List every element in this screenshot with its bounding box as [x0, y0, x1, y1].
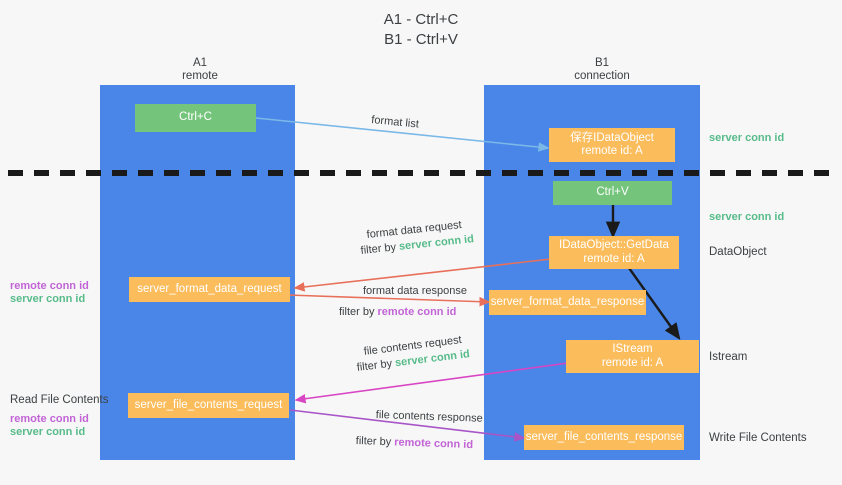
annotation-server-conn-id-second: server conn id: [709, 211, 785, 223]
annotation-istream: Istream: [709, 351, 748, 363]
node-save-idataobject-title: 保存IDataObject: [570, 131, 654, 144]
caption-format-list: format list: [371, 113, 420, 132]
caption-file-contents-response-text: file contents response: [375, 408, 483, 425]
node-server-format-data-response[interactable]: server_format_data_response: [489, 290, 646, 315]
diagram-title: A1 - Ctrl+C B1 - Ctrl+V: [0, 10, 842, 50]
lane-header-b1: B1 connection: [537, 57, 667, 83]
node-istream-subtitle: remote id: A: [601, 356, 664, 369]
node-save-idataobject[interactable]: 保存IDataObject remote id: A: [549, 128, 675, 162]
node-idataobject-getdata[interactable]: IDataObject::GetData remote id: A: [549, 236, 679, 269]
node-file-response-label: server_file_contents_response: [525, 430, 683, 443]
filter-prefix: filter by: [360, 240, 400, 257]
lane-b1-name: B1: [594, 57, 610, 69]
annotation-dataobject: DataObject: [709, 246, 767, 258]
filter-prefix-3: filter by: [356, 357, 396, 374]
node-server-file-contents-request[interactable]: server_file_contents_request: [128, 393, 289, 418]
node-ctrl-c-label: Ctrl+C: [179, 111, 212, 124]
title-line-2: B1 - Ctrl+V: [384, 31, 458, 48]
node-save-idataobject-subtitle: remote id: A: [581, 145, 643, 157]
node-ctrl-v[interactable]: Ctrl+V: [553, 181, 672, 205]
title-line-1: A1 - Ctrl+C: [383, 11, 459, 28]
annotation-read-file-contents: Read File Contents: [10, 394, 109, 406]
node-server-format-data-request[interactable]: server_format_data_request: [129, 277, 290, 302]
caption-format-data-response-text: format data response: [363, 285, 467, 297]
lane-a1-name: A1: [192, 57, 208, 69]
caption-file-contents-response: file contents response: [376, 408, 483, 426]
filter-id-remote-conn-2: remote conn id: [394, 436, 474, 452]
caption-file-contents-response-filter: filter by remote conn id: [356, 434, 474, 452]
node-server-file-contents-response[interactable]: server_file_contents_response: [524, 425, 684, 450]
lane-header-a1: A1 remote: [140, 57, 260, 83]
annotation-write-file-contents: Write File Contents: [709, 432, 807, 444]
lane-b1-sublabel: connection: [574, 70, 630, 82]
node-getdata-title: IDataObject::GetData: [559, 239, 669, 251]
filter-prefix-2: filter by: [339, 306, 378, 318]
filter-id-remote-conn: remote conn id: [377, 306, 457, 318]
caption-format-data-response-filter: filter by remote conn id: [339, 305, 456, 319]
caption-format-data-response: format data response: [363, 284, 467, 298]
node-file-request-label: server_file_contents_request: [134, 398, 283, 411]
annotation-left-remote-conn-id-2: remote conn id: [10, 413, 89, 425]
node-format-response-label: server_format_data_response: [490, 295, 645, 308]
lane-a1-sublabel: remote: [182, 70, 218, 82]
node-istream-title: IStream: [612, 343, 653, 355]
annotation-server-conn-id-top: server conn id: [709, 132, 785, 144]
node-getdata-subtitle: remote id: A: [583, 252, 645, 265]
node-ctrl-v-label: Ctrl+V: [596, 186, 629, 199]
caption-format-list-text: format list: [370, 113, 420, 131]
annotation-left-remote-conn-id-1: remote conn id: [10, 280, 89, 292]
node-ctrl-c[interactable]: Ctrl+C: [135, 104, 256, 132]
annotation-left-server-conn-id-1: server conn id: [10, 293, 86, 305]
annotation-left-server-conn-id-2: server conn id: [10, 426, 86, 438]
node-istream[interactable]: IStream remote id: A: [566, 340, 699, 373]
node-format-request-label: server_format_data_request: [137, 282, 282, 295]
filter-prefix-4: filter by: [355, 434, 395, 449]
